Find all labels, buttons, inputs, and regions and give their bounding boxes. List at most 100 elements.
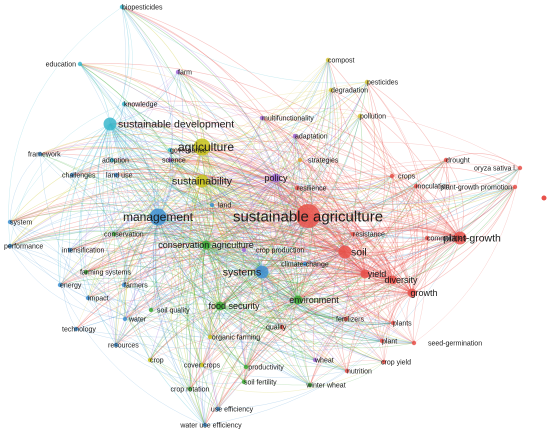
node-environment[interactable] [293, 295, 303, 305]
node-crop-yield[interactable] [381, 359, 387, 365]
node-cover-crops[interactable] [199, 362, 205, 368]
node-adoption[interactable] [109, 157, 115, 163]
node-conservation-agriculture[interactable] [201, 240, 211, 250]
node-plants[interactable] [390, 320, 396, 326]
node-plant-growth[interactable] [453, 231, 467, 245]
node-water[interactable] [122, 316, 128, 322]
edge-environment [177, 71, 299, 301]
node-multifunctionality[interactable] [259, 115, 265, 121]
edge-sustainable_agriculture [290, 215, 316, 361]
node-management[interactable] [149, 208, 167, 226]
node-climate-change[interactable] [302, 261, 308, 267]
edge-policy [121, 6, 277, 179]
node-plant-growth-promotion[interactable] [512, 184, 518, 190]
node-biopesticides[interactable] [119, 4, 125, 10]
edge-adaptation [293, 135, 385, 363]
node-water-use-efficiency[interactable] [202, 422, 208, 428]
node-framework[interactable] [37, 151, 43, 157]
node-growth[interactable] [407, 288, 417, 298]
edge-quality [69, 248, 283, 328]
node-compost[interactable] [325, 57, 331, 63]
node-resistance[interactable] [350, 231, 356, 237]
edge-seed_germination [275, 177, 415, 344]
node-intensification[interactable] [67, 247, 73, 253]
node-pesticides[interactable] [364, 79, 370, 85]
node-oryza[interactable] [517, 165, 523, 171]
node-sustainability[interactable] [195, 174, 209, 188]
node-technology[interactable] [73, 326, 79, 332]
node-energy[interactable] [57, 282, 63, 288]
node-knowledge[interactable] [121, 101, 127, 107]
node-organic-farming[interactable] [207, 334, 213, 340]
node-diversity[interactable] [388, 275, 398, 285]
node-fertilizers[interactable] [343, 316, 349, 322]
node-crop-production[interactable] [241, 247, 247, 253]
node-strategies[interactable] [297, 157, 303, 163]
edge-yield [363, 273, 383, 342]
node-governance[interactable] [167, 147, 173, 153]
node-drought[interactable] [443, 157, 449, 163]
node-plant[interactable] [379, 338, 385, 344]
edge-sustainable_agriculture [307, 89, 336, 217]
node-winter-wheat[interactable] [307, 382, 313, 388]
edge-resistance [304, 233, 354, 386]
node-resilience[interactable] [294, 185, 300, 191]
node-productivity[interactable] [243, 364, 249, 370]
node-crop[interactable] [147, 357, 153, 363]
edge-soil [111, 158, 346, 253]
node-wheat[interactable] [312, 357, 318, 363]
node-sustainable-development[interactable] [103, 117, 117, 131]
node-soil[interactable] [338, 245, 352, 259]
edge-degradation [9, 89, 332, 247]
node-systems[interactable] [255, 265, 269, 279]
edge-sustainable_agriculture [307, 159, 447, 217]
node-science[interactable] [167, 157, 173, 163]
node-performance[interactable] [7, 243, 13, 249]
node-food-security[interactable] [215, 301, 225, 311]
node-nutrition[interactable] [344, 368, 350, 374]
node-soil-fertility[interactable] [241, 379, 247, 385]
edge-diversity [346, 279, 394, 372]
edge-food_security [157, 216, 221, 307]
node-resources[interactable] [113, 342, 119, 348]
node-crops[interactable] [389, 173, 395, 179]
node-sustainable-agriculture[interactable] [296, 204, 320, 228]
node-use-efficiency[interactable] [215, 406, 221, 412]
label-knowledge: knowledge [124, 101, 158, 108]
node-quality[interactable] [279, 324, 285, 330]
node-land[interactable] [209, 202, 215, 208]
edge-environment [150, 286, 299, 311]
edge-land [211, 204, 415, 344]
edge-soil [344, 186, 516, 253]
node-pollution[interactable] [357, 113, 363, 119]
node-yield[interactable] [360, 269, 370, 279]
node-farmers[interactable] [121, 282, 127, 288]
node-policy[interactable] [271, 173, 281, 183]
edge-water_use_efficiency [115, 344, 206, 426]
node-impact[interactable] [85, 295, 91, 301]
node-conservation[interactable] [111, 231, 117, 237]
node-adaptation[interactable] [292, 133, 298, 139]
node-farm[interactable] [175, 69, 181, 75]
node-crop-rotation[interactable] [187, 386, 193, 392]
node-farming-systems[interactable] [83, 269, 89, 275]
edge-agriculture [201, 135, 296, 155]
edge-soil [344, 251, 415, 344]
node-education[interactable] [77, 61, 83, 67]
edge-sustainability [201, 159, 301, 185]
node-challenges[interactable] [69, 172, 75, 178]
edge-policy [261, 177, 283, 328]
edge-plants [124, 281, 394, 324]
edge-diversity [294, 135, 394, 281]
edge-diversity [392, 159, 447, 281]
node-degradation[interactable] [328, 87, 334, 93]
node-agriculture[interactable] [193, 138, 211, 156]
node-system[interactable] [7, 219, 13, 225]
node-communities[interactable] [424, 235, 430, 241]
node-land-use[interactable] [113, 172, 119, 178]
node-seed-germination[interactable] [411, 340, 417, 346]
edge-diversity [327, 59, 399, 281]
node-soil-quality[interactable] [148, 307, 154, 313]
edge-plant_growth [85, 214, 461, 273]
node-inoculation[interactable] [413, 183, 419, 189]
